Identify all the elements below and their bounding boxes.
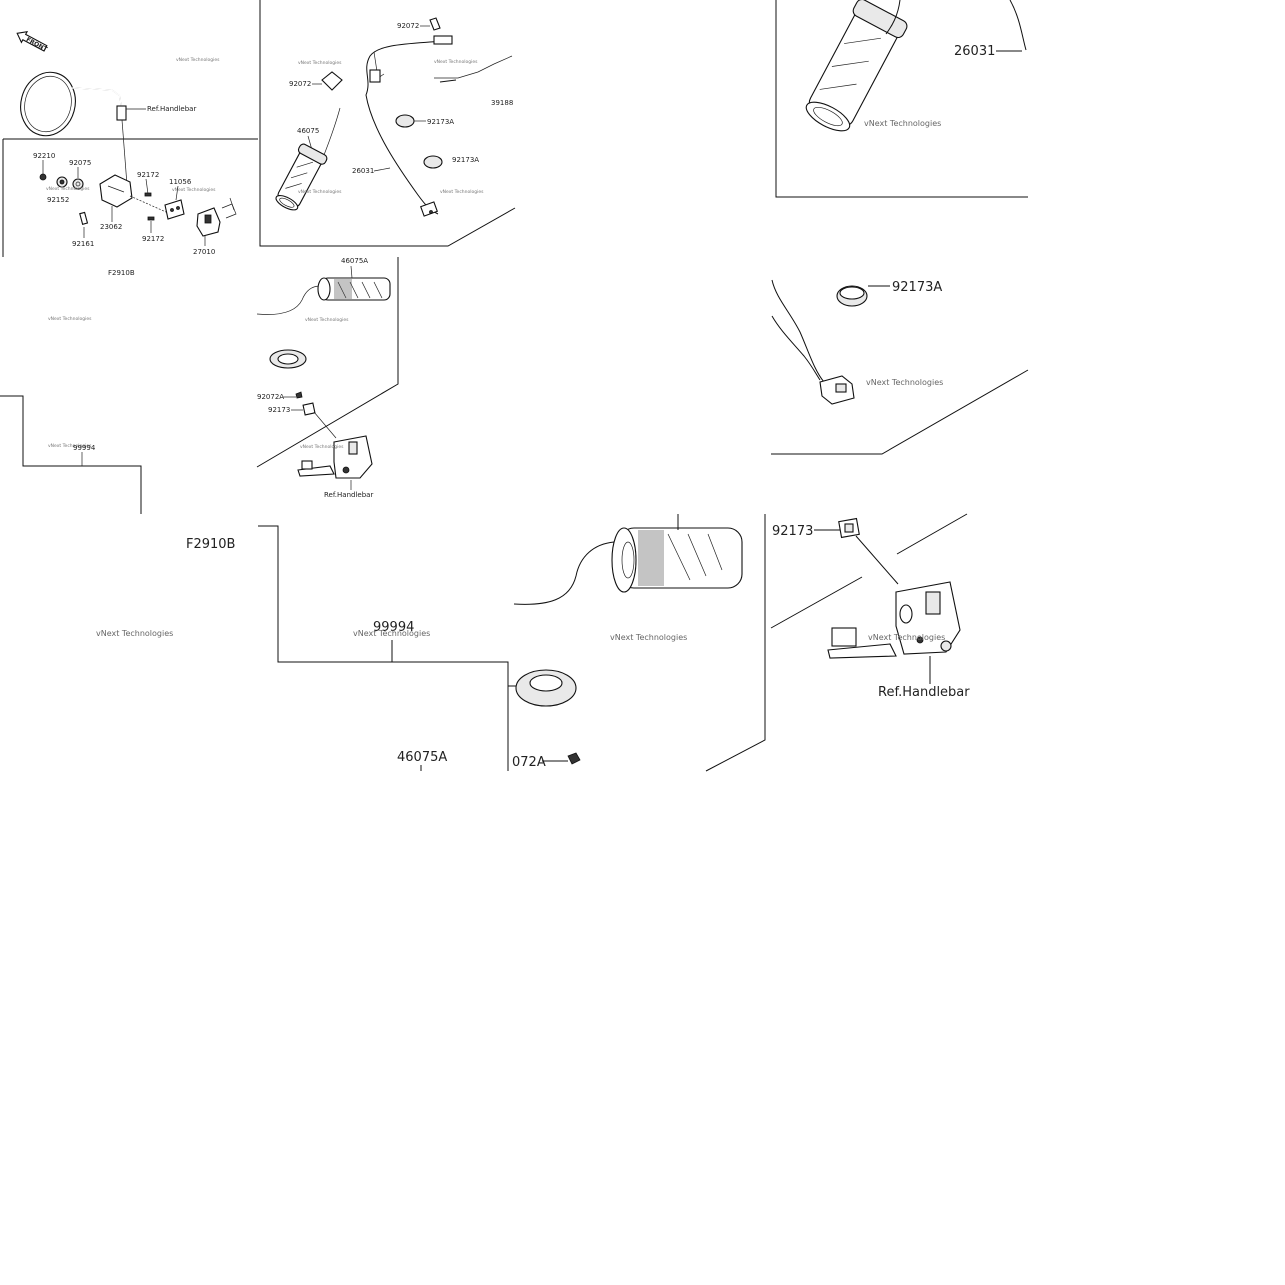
front-arrow-icon: FRONT: [16, 31, 49, 54]
svg-text:vNext Technologies: vNext Technologies: [172, 187, 216, 193]
bolt-92161: [79, 211, 89, 225]
svg-text:vNext Technologies: vNext Technologies: [353, 629, 430, 638]
svg-text:92173A: 92173A: [427, 118, 454, 126]
svg-text:92072: 92072: [397, 22, 419, 30]
svg-text:99994: 99994: [373, 620, 414, 635]
label-ref-handlebar-1: Ref.Handlebar: [147, 105, 196, 113]
svg-text:Ref.Handlebar: Ref.Handlebar: [324, 491, 373, 499]
svg-text:vNext Technologies: vNext Technologies: [48, 443, 92, 449]
clip-92072-b: [321, 71, 343, 91]
svg-text:27010: 27010: [193, 248, 215, 256]
front-badge: FRONT: [25, 36, 49, 53]
svg-text:vNext Technologies: vNext Technologies: [610, 633, 687, 642]
harness-26031: [365, 39, 453, 215]
svg-text:92072A: 92072A: [257, 393, 284, 401]
plate-11056: [164, 199, 185, 220]
svg-text:92172: 92172: [142, 235, 164, 243]
mirror-head: [20, 71, 76, 137]
svg-text:26031: 26031: [352, 167, 374, 175]
nut-92152: [72, 178, 84, 190]
svg-text:vNext Technologies: vNext Technologies: [298, 60, 342, 66]
svg-text:92075: 92075: [69, 159, 91, 167]
svg-text:vNext Technologies: vNext Technologies: [868, 633, 945, 642]
svg-text:vNext Technologies: vNext Technologies: [48, 316, 92, 322]
svg-text:vNext Technologies: vNext Technologies: [300, 444, 344, 450]
panel-left-grip-switch: vNext Technologies 99994 46075A vNext Te…: [0, 257, 399, 514]
panel-large-switch: 92173 vNext Technologies Ref.Handlebar: [770, 513, 970, 700]
svg-text:vNext Technologies: vNext Technologies: [864, 119, 941, 128]
svg-text:vNext Technologies: vNext Technologies: [305, 317, 349, 323]
cover-92173-small: [302, 402, 316, 416]
svg-text:92161: 92161: [72, 240, 94, 248]
svg-text:26031: 26031: [954, 44, 995, 59]
svg-text:vNext Technologies: vNext Technologies: [298, 189, 342, 195]
panel-large-grip-46075A: vNext Technologies 072A: [508, 514, 766, 772]
svg-text:11056: 11056: [169, 178, 192, 186]
grip-46075A-large: [611, 527, 743, 593]
svg-text:23062: 23062: [100, 223, 122, 231]
panel-grip-heater-wiring: 92072 vNext Technologies 92072 vNext Tec…: [259, 0, 516, 247]
svg-text:92210: 92210: [33, 152, 55, 160]
svg-text:F2910B: F2910B: [108, 269, 135, 277]
svg-text:46075A: 46075A: [397, 750, 447, 765]
svg-text:vNext Technologies: vNext Technologies: [176, 57, 220, 63]
switch-housing-large: [827, 581, 961, 659]
svg-text:92173A: 92173A: [452, 156, 479, 164]
switch-housing-small: [297, 435, 373, 479]
svg-text:vNext Technologies: vNext Technologies: [440, 189, 484, 195]
svg-text:92173: 92173: [268, 406, 290, 414]
svg-text:46075A: 46075A: [341, 257, 368, 265]
svg-text:92173: 92173: [772, 524, 813, 539]
panel-cap-92173A: 92173A vNext Technologies: [771, 279, 1029, 455]
svg-text:92152: 92152: [47, 196, 69, 204]
washer-92210: [39, 173, 47, 181]
connector-26031: [420, 201, 438, 217]
panel-lower-left: F2910B vNext Technologies 99994 vNext Te…: [96, 525, 509, 771]
grip-46075: [275, 143, 328, 211]
clip-92072-a: [429, 17, 441, 31]
bracket-23062: [99, 174, 133, 208]
svg-text:vNext Technologies: vNext Technologies: [866, 378, 943, 387]
cap-92173A-a: [395, 114, 415, 128]
grip-46075A-small: [317, 277, 391, 301]
svg-text:92072: 92072: [289, 80, 311, 88]
connector-large: [819, 375, 855, 405]
panel-large-grip-26031: 26031 vNext Technologies: [775, 0, 1028, 198]
svg-text:072A: 072A: [512, 755, 546, 770]
svg-text:Ref.Handlebar: Ref.Handlebar: [878, 685, 970, 700]
panel-mirror-switch: FRONT Ref.Handlebar vNext Technologies 9…: [2, 31, 258, 322]
svg-text:39188: 39188: [491, 99, 513, 107]
grip-large-top: [805, 0, 908, 132]
svg-text:vNext Technologies: vNext Technologies: [46, 186, 90, 192]
cap-92173A-b: [423, 155, 443, 169]
svg-text:46075: 46075: [297, 127, 319, 135]
svg-text:92172: 92172: [137, 171, 159, 179]
svg-text:92173A: 92173A: [892, 280, 942, 295]
svg-text:F2910B: F2910B: [186, 537, 235, 552]
svg-text:vNext Technologies: vNext Technologies: [434, 59, 478, 65]
svg-text:99994: 99994: [73, 444, 96, 452]
svg-text:vNext Technologies: vNext Technologies: [96, 629, 173, 638]
